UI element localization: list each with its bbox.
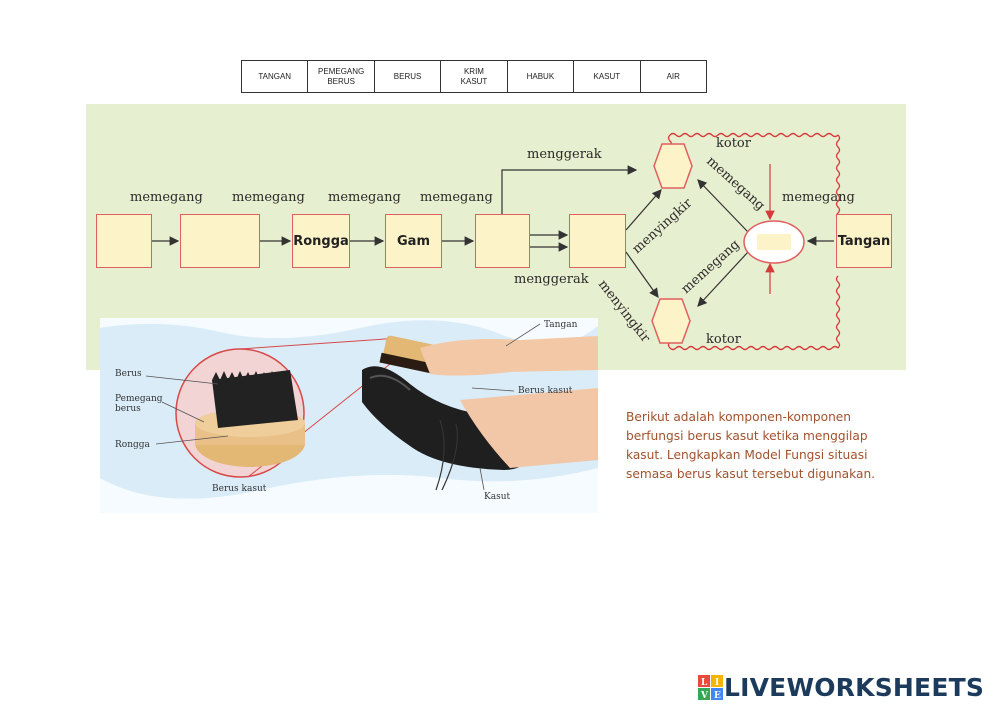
illus-label-berus-kasut-side: Berus kasut (518, 386, 573, 396)
word-tile-label: PEMEGANG BERUS (318, 66, 365, 86)
wavy-line-top (669, 132, 839, 138)
instruction-line: semasa berus kasut tersebut digunakan. (626, 467, 876, 481)
illustration-graphic (100, 318, 598, 513)
box-gam: Gam (385, 214, 442, 268)
hexagon-bottom (651, 298, 691, 344)
arrow-to-hex-bottom (625, 251, 659, 298)
arrow-to-hex-top (625, 189, 662, 231)
instruction-line: kasut. Lengkapkan Model Fungsi situasi (626, 448, 868, 462)
label-memegang-diag-top: memegang (703, 154, 767, 214)
svg-text:E: E (714, 691, 721, 701)
instruction-text: Berikut adalah komponen-komponen berfung… (626, 408, 916, 484)
label-memegang-right: memegang (782, 190, 855, 205)
label-memegang-4: memegang (420, 190, 493, 205)
illus-label-kasut: Kasut (484, 492, 511, 502)
box-rongga-label: Rongga (293, 233, 349, 249)
illus-label-berus-kasut-main: Berus kasut (212, 484, 267, 494)
shoe-brush-illustration: Berus Pemegang berus Rongga Berus kasut … (100, 318, 598, 513)
word-tile-label: KRIM KASUT (460, 66, 488, 86)
box-tangan: Tangan (836, 214, 892, 268)
illus-label-berus: Berus (115, 369, 142, 379)
svg-text:V: V (700, 691, 709, 701)
answer-ellipse[interactable] (757, 234, 791, 250)
label-menggerak-top: menggerak (527, 147, 602, 162)
answer-box-6[interactable] (569, 214, 626, 268)
logo-wordmark: LIVEWORKSHEETS (724, 673, 985, 702)
instruction-line: Berikut adalah komponen-komponen (626, 410, 852, 424)
box-gam-label: Gam (397, 233, 430, 249)
label-memegang-3: memegang (328, 190, 401, 205)
illus-label-tangan: Tangan (544, 320, 578, 330)
answer-hexagon-bottom[interactable] (656, 303, 686, 339)
ellipse-input-area (757, 234, 791, 250)
illus-label-rongga: Rongga (115, 440, 150, 450)
label-kotor-bottom: kotor (706, 332, 741, 347)
wavy-line-right-bottom (835, 275, 841, 349)
box-rongga: Rongga (292, 214, 350, 268)
word-tile-air[interactable]: AIR (641, 61, 706, 92)
arrow-ellipse-hex-top (697, 179, 749, 233)
label-memegang-1: memegang (130, 190, 203, 205)
label-menyingkir-top: menyingkir (630, 195, 696, 257)
label-kotor-top: kotor (716, 136, 751, 151)
word-tile-pemegang-berus[interactable]: PEMEGANG BERUS (308, 61, 375, 92)
wavy-line-bottom (669, 345, 839, 351)
word-tile-label: TANGAN (258, 71, 292, 81)
logo-badge-icon: L I V E (698, 674, 723, 701)
answer-box-1[interactable] (96, 214, 152, 268)
word-bank: TANGAN PEMEGANG BERUS BERUS KRIM KASUT H… (241, 60, 707, 93)
label-menggerak-bottom: menggerak (514, 272, 589, 287)
label-memegang-diag-bottom: memegang (679, 237, 743, 297)
word-tile-kasut[interactable]: KASUT (574, 61, 641, 92)
arrow-ellipse-hex-bottom (697, 251, 749, 307)
answer-box-5[interactable] (475, 214, 530, 268)
liveworksheets-logo: L I V E LIVEWORKSHEETS (698, 673, 984, 702)
box-tangan-label: Tangan (837, 233, 891, 249)
answer-box-2[interactable] (180, 214, 260, 268)
label-memegang-2: memegang (232, 190, 305, 205)
wavy-line-right-top (835, 134, 841, 220)
answer-hexagon-top[interactable] (658, 148, 688, 184)
arrow-menggerak-top (501, 165, 638, 214)
diagram-connectors: menyingkir menyingkir memegang memegang (152, 132, 841, 351)
svg-text:L: L (701, 678, 708, 688)
illus-label-pemegang-berus: Pemegang berus (115, 394, 163, 414)
label-menyingkir-bottom: menyingkir (595, 277, 653, 346)
hexagon-top (653, 143, 693, 189)
word-tile-label: HABUK (526, 71, 555, 81)
word-tile-habuk[interactable]: HABUK (508, 61, 575, 92)
word-tile-tangan[interactable]: TANGAN (242, 61, 309, 92)
word-tile-label: BERUS (393, 71, 422, 81)
instruction-line: berfungsi berus kasut ketika menggilap (626, 429, 868, 443)
word-tile-label: KASUT (593, 71, 621, 81)
word-tile-label: AIR (666, 71, 680, 81)
svg-text:I: I (715, 678, 719, 688)
word-tile-krim-kasut[interactable]: KRIM KASUT (441, 61, 508, 92)
word-tile-berus[interactable]: BERUS (375, 61, 442, 92)
